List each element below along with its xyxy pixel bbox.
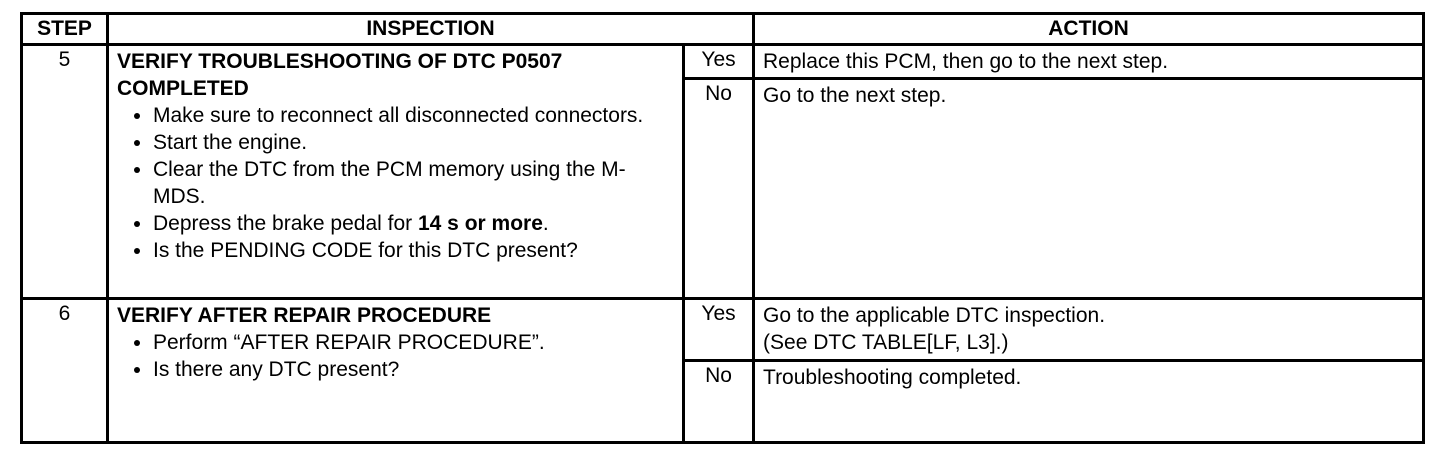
step-5-yes-row: 5 VERIFY TROUBLESHOOTING OF DTC P0507 CO… xyxy=(20,43,1426,300)
inspection-bullet-list: Perform “AFTER REPAIR PROCEDURE”. Is the… xyxy=(117,329,674,383)
header-row: STEP INSPECTION ACTION xyxy=(20,12,1426,46)
bullet-item: Is the PENDING CODE for this DTC present… xyxy=(153,237,674,264)
step-number: 6 xyxy=(20,297,109,444)
step-6-no-row: No Troubleshooting completed. xyxy=(22,359,1426,444)
bullet-item: Depress the brake pedal for 14 s or more… xyxy=(153,210,674,237)
yes-label: Yes xyxy=(681,43,756,80)
header-inspection: INSPECTION xyxy=(105,12,756,46)
duration-emphasis: 14 s or more xyxy=(417,212,543,235)
yes-action: Go to the applicable DTC inspection. (Se… xyxy=(752,297,1426,362)
bullet-item: Clear the DTC from the PCM memory using … xyxy=(153,156,674,210)
bullet-item: Make sure to reconnect all disconnected … xyxy=(153,102,674,129)
header-step: STEP xyxy=(20,12,109,46)
no-label: No xyxy=(681,77,756,300)
step-6-yes-row: 6 VERIFY AFTER REPAIR PROCEDURE Perform … xyxy=(20,297,1426,444)
inspection-title: VERIFY TROUBLESHOOTING OF DTC P0507 COMP… xyxy=(117,50,563,100)
inspection-title: VERIFY AFTER REPAIR PROCEDURE xyxy=(117,304,492,327)
yes-action: Replace this PCM, then go to the next st… xyxy=(752,43,1426,80)
step-number: 5 xyxy=(20,43,109,300)
step-5-no-row: No Go to the next step. xyxy=(22,77,1426,300)
no-label: No xyxy=(681,359,756,444)
bullet-item: Perform “AFTER REPAIR PROCEDURE”. xyxy=(153,329,674,356)
yes-label: Yes xyxy=(681,297,756,362)
no-action: Troubleshooting completed. xyxy=(752,359,1426,444)
procedure-table: STEP INSPECTION ACTION 5 VERIFY TROUBLES… xyxy=(20,12,1426,444)
inspection-cell: VERIFY AFTER REPAIR PROCEDURE Perform “A… xyxy=(106,297,685,444)
no-action: Go to the next step. xyxy=(752,77,1426,300)
bullet-item: Is there any DTC present? xyxy=(153,356,674,383)
header-action: ACTION xyxy=(752,12,1426,46)
bullet-item: Start the engine. xyxy=(153,129,674,156)
inspection-bullet-list: Make sure to reconnect all disconnected … xyxy=(117,102,674,264)
inspection-cell: VERIFY TROUBLESHOOTING OF DTC P0507 COMP… xyxy=(106,43,685,300)
dtc-table-reference: (See DTC TABLE[LF, L3].) xyxy=(763,331,1009,354)
